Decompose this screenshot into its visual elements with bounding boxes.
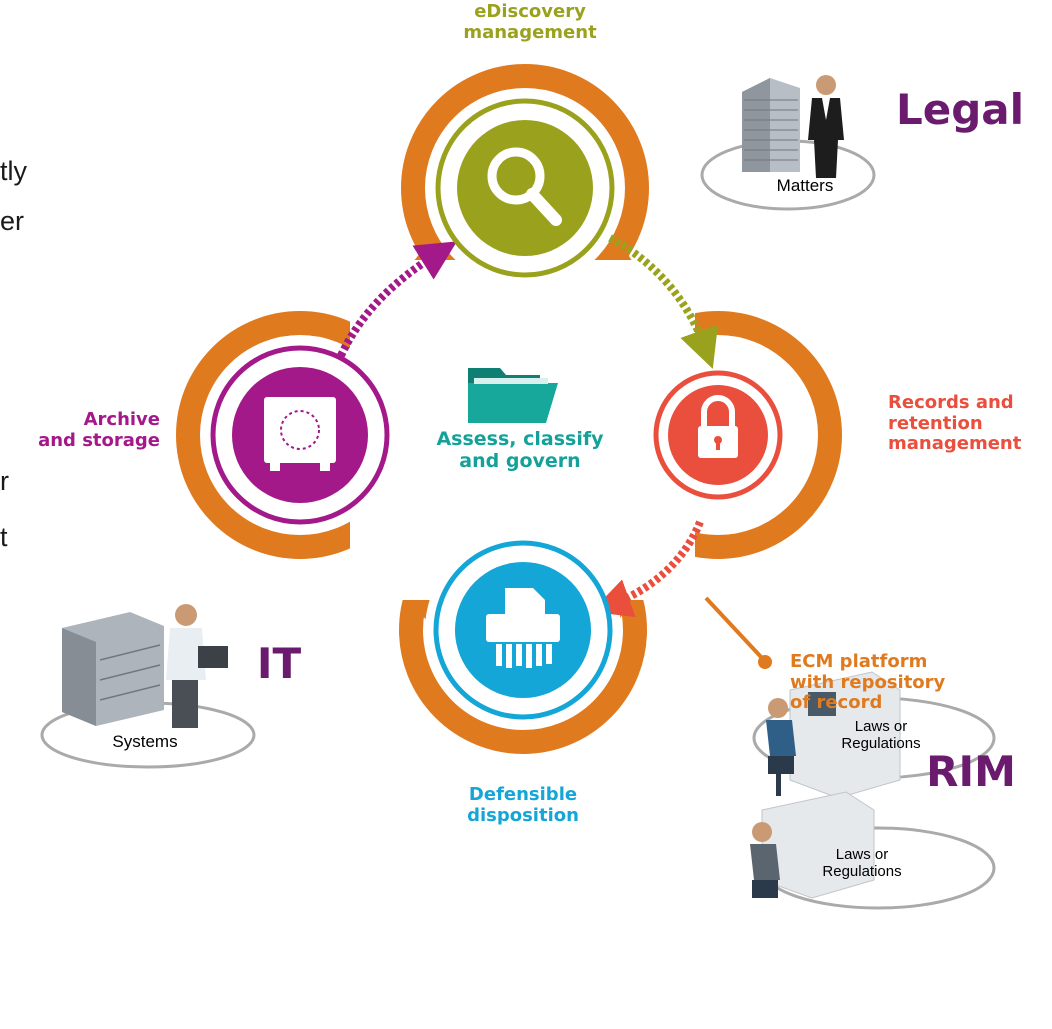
it-sub: Systems [112,732,178,751]
disposition-label-line2: disposition [467,804,579,826]
legal-persona [700,75,876,211]
shredder-icon [486,588,560,668]
server-rack-icon [62,612,164,726]
archive-label-line2: and storage [38,429,160,451]
safe-icon [264,397,336,471]
platform-label-line2: with repository [790,671,946,693]
records-node [653,370,783,500]
records-label: Records and retention management [876,392,1046,455]
folder-icon [468,368,558,423]
businessman-icon [808,75,844,178]
platform-label-line3: of record [790,692,883,714]
ediscovery-label: eDiscovery management [440,1,620,43]
archive-label-line1: Archive [83,409,160,430]
office-building-icon [742,78,800,172]
records-label-line2: retention [888,412,983,434]
left-text-fragment: tly [0,156,27,186]
legal-title: Legal [895,85,1025,134]
center-label-line1: Assess, classify [436,428,604,450]
arrow-ediscovery-to-records [608,234,719,369]
padlock-icon [698,395,738,458]
disposition-label: Defensible disposition [435,784,611,826]
ediscovery-label-line1: eDiscovery [474,1,586,22]
left-text-fragment: er [0,206,25,236]
left-text-fragment: t [0,522,8,552]
magnifier-icon [487,147,562,226]
platform-label-line1: ECM platform [790,651,928,672]
center-label: Assess, classify and govern [420,428,620,473]
rim-sub-bottom: Laws or Regulations [822,846,902,881]
rim-sub-top: Laws or Regulations [841,718,921,753]
ediscovery-node [435,98,615,278]
rim-persona [750,671,996,910]
disposition-node [433,540,613,720]
it-technician-icon [166,604,228,728]
records-label-line3: management [888,433,1022,455]
ediscovery-label-line2: management [463,21,597,43]
disposition-label-line1: Defensible [468,784,578,805]
archive-node [210,345,390,525]
arrow-archive-to-ediscovery [334,241,457,364]
records-label-line1: Records and [888,392,1014,413]
center-label-line2: and govern [459,449,581,472]
legal-sub: Matters [776,176,834,195]
left-text-fragment: r [0,466,9,496]
platform-label: ECM platform with repository of record [790,651,990,714]
platform-leader [704,596,772,669]
records-desk-icon [766,671,901,799]
archive-label: Archive and storage [20,409,160,451]
it-title: IT [256,639,302,688]
rim-title: RIM [926,747,1016,796]
it-persona [40,604,256,769]
records-desk-icon-2 [750,791,875,899]
